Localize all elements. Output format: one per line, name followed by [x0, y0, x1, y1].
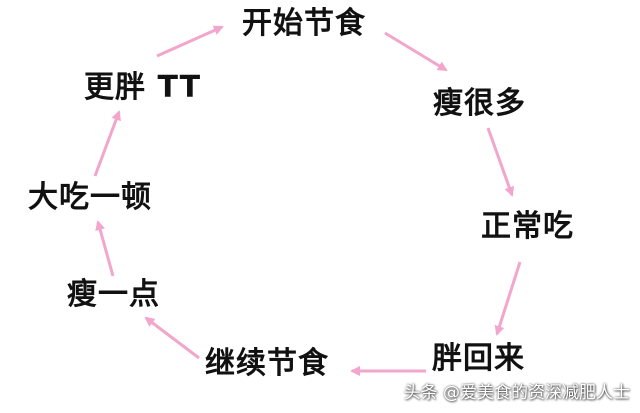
node-even-fatter: 更胖 TT	[84, 70, 202, 105]
node-gain-back: 胖回来	[432, 341, 525, 376]
arrow-n5-n6	[95, 220, 115, 277]
arrow-n2-n3	[494, 261, 522, 336]
node-lose-a-little: 瘦一点	[67, 277, 160, 312]
arrow-n4-n5	[144, 316, 200, 360]
node-lose-a-lot: 瘦很多	[433, 86, 526, 121]
arrow-n1-n2	[486, 127, 515, 197]
watermark-text: 头条 @爱美食的资深减肥人士	[403, 383, 630, 403]
arrow-n6-n7	[93, 110, 121, 177]
node-start-dieting: 开始节食	[242, 6, 366, 41]
node-eat-normally: 正常吃	[481, 209, 574, 244]
arrow-n0-n1	[384, 31, 448, 72]
node-keep-dieting: 继续节食	[205, 346, 329, 381]
node-binge-eat: 大吃一顿	[28, 180, 152, 215]
arrow-n7-n0	[156, 25, 224, 58]
